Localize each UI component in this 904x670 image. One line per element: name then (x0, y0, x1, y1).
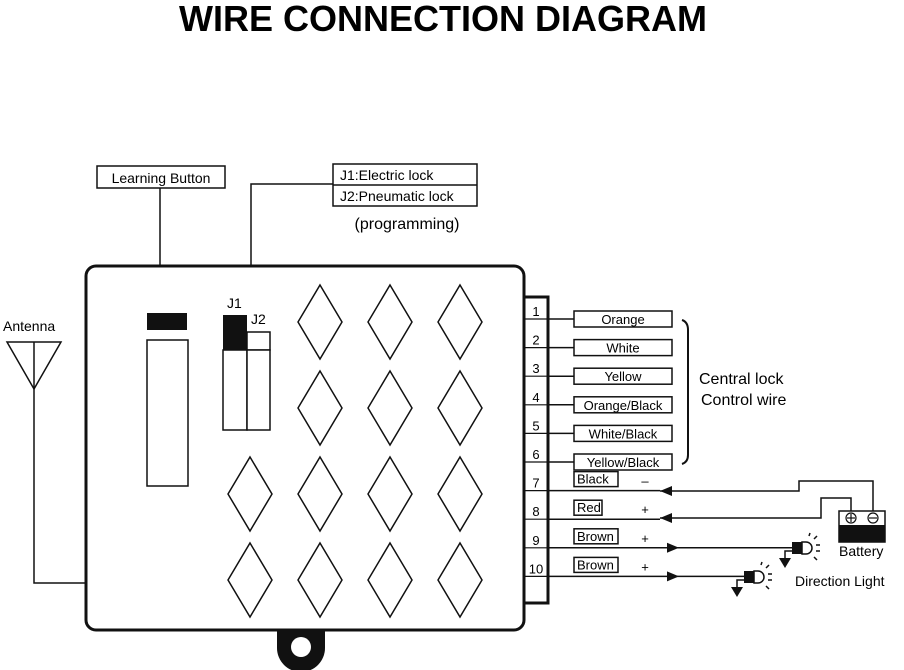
wire-color-label: Yellow/Black (587, 455, 660, 470)
wire-color-label-box (573, 556, 619, 574)
wire-arrow-icon (667, 571, 679, 582)
jumper-j1-tag: J1 (227, 295, 242, 311)
programming-label: (programming) (355, 216, 460, 233)
wire-row: Black – (548, 470, 660, 492)
module-diamond (297, 283, 343, 361)
central-lock-label-line2: Control wire (701, 392, 786, 409)
wire-row: Orange/Black (548, 396, 673, 414)
wire-row: Brown + (548, 528, 792, 553)
mounting-tab (277, 628, 325, 670)
wire-color-label: Black (577, 472, 609, 487)
wire-color-label: Brown (577, 557, 614, 572)
mounting-hole-icon (291, 637, 311, 657)
jumper-j2-label: J2:Pneumatic lock (340, 188, 455, 204)
connector-pin-number: 1 (532, 304, 539, 319)
direction-light-9-icon (779, 532, 820, 568)
wire-list: OrangeWhiteYellowOrange/BlackWhite/Black… (548, 310, 792, 582)
wire-color-label: White/Black (589, 426, 658, 441)
antenna: Antenna (3, 318, 86, 584)
connector-pin-number: 4 (532, 390, 539, 405)
antenna-wire (33, 389, 86, 584)
connector-pin-number: 7 (532, 476, 539, 491)
connector-pin-number: 5 (532, 418, 539, 433)
battery-positive-wire (660, 497, 852, 519)
wire-8-arrow-icon (660, 513, 672, 523)
module-diamond (437, 455, 483, 533)
jumper-j2-cap[interactable] (246, 331, 271, 351)
wire-color-label-box (573, 310, 673, 328)
module-diamond (437, 369, 483, 447)
wire-row: White/Black (548, 424, 673, 443)
module-diamond (437, 283, 483, 361)
wire-color-label: Yellow (604, 369, 642, 384)
jumper-j1[interactable] (222, 349, 248, 431)
jumper-leader-line (250, 183, 333, 284)
wire-row: Orange (548, 310, 673, 328)
wire-row: Brown + (548, 556, 744, 582)
learning-button-slot (146, 339, 189, 487)
module-diamond (367, 541, 413, 619)
wire-color-label-box (573, 528, 619, 545)
central-lock-brace (681, 319, 689, 465)
connector-pin-number: 9 (532, 533, 539, 548)
connector-pin-number: 6 (532, 447, 539, 462)
wire-arrow-icon (667, 542, 679, 553)
diagram-title: WIRE CONNECTION DIAGRAM (179, 0, 707, 39)
direction-lights: Direction Light (731, 532, 885, 597)
wire-polarity-sign: – (641, 474, 649, 489)
jumper-j1-label: J1:Electric lock (340, 167, 434, 183)
central-lock-group: Central lock Control wire (681, 319, 786, 465)
wire-color-label: Brown (577, 529, 614, 544)
module-diamond (297, 369, 343, 447)
wire-color-label-box (573, 367, 673, 385)
connector-pin-number: 2 (532, 333, 539, 348)
wire-polarity-sign: + (641, 559, 649, 574)
battery-label: Battery (839, 543, 883, 559)
direction-light-label: Direction Light (795, 573, 885, 589)
wire-row: Red + (548, 499, 660, 520)
module-diamond (367, 455, 413, 533)
jumper-j2[interactable] (246, 349, 271, 431)
module-diamond (297, 541, 343, 619)
wire-7-arrow-icon (660, 486, 672, 496)
learning-button-label-box (96, 165, 226, 189)
wire-color-label: Red (577, 500, 601, 515)
direction-light-10-icon (731, 561, 772, 597)
module-diamond-pattern (227, 283, 483, 619)
wire-color-label: White (606, 341, 639, 356)
module-diamond (227, 455, 273, 533)
wire-color-label-box (573, 396, 673, 414)
wire-row: Yellow (548, 367, 673, 385)
module-diamond (437, 541, 483, 619)
connector-pin-number: 10 (529, 561, 543, 576)
battery: Battery (660, 480, 886, 559)
wire-color-label-box (573, 453, 673, 471)
wire-polarity-sign: + (641, 531, 649, 546)
jumper-j2-tag: J2 (251, 311, 266, 327)
wire-color-label: Orange/Black (584, 398, 663, 413)
module-diamond (297, 455, 343, 533)
wire-connector: 1 2 3 4 5 6 7 8 9 10 (522, 295, 550, 605)
module-diamond (367, 369, 413, 447)
wire-row: White (548, 338, 673, 357)
antenna-label: Antenna (3, 318, 55, 334)
wire-polarity-sign: + (641, 502, 649, 517)
learning-button[interactable] (147, 313, 187, 330)
battery-negative-wire (660, 480, 874, 512)
wire-color-label-box (573, 499, 603, 516)
module-diamond (227, 541, 273, 619)
wire-color-label-box (573, 424, 673, 443)
central-lock-label-line1: Central lock (699, 371, 784, 388)
wire-color-label-box (573, 470, 619, 488)
wire-row: Yellow/Black (548, 453, 673, 471)
module-diamond (367, 283, 413, 361)
wire-color-label-box (573, 338, 673, 357)
wire-color-label: Orange (601, 312, 644, 327)
connector-pin-number: 3 (532, 361, 539, 376)
jumper-callout: J1:Electric lock J2:Pneumatic lock (prog… (241, 163, 478, 286)
connector-pin-number: 8 (532, 504, 539, 519)
battery-icon-fill (839, 525, 885, 542)
learning-button-label: Learning Button (112, 170, 211, 186)
jumper-j1-cap[interactable] (223, 315, 247, 350)
